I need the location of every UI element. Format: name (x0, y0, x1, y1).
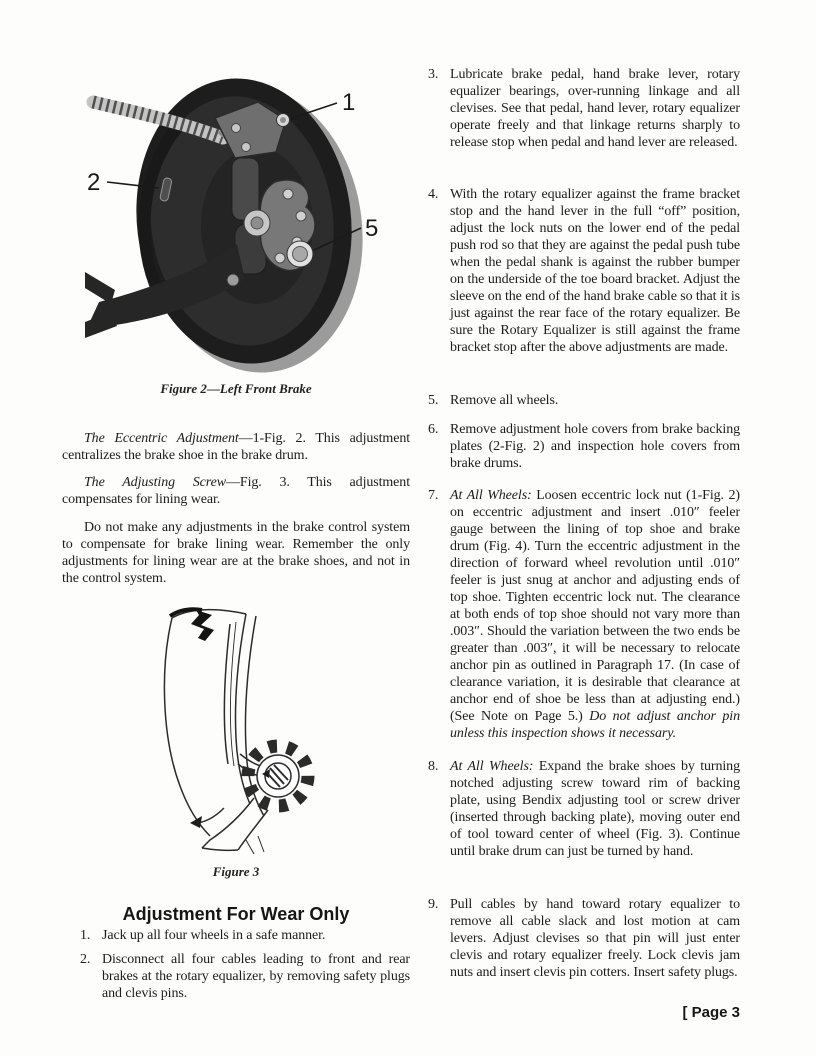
tool-edge-1 (201, 797, 255, 849)
step-3: 3. Lubricate brake pedal, hand brake lev… (428, 66, 740, 151)
callout-1-label: 1 (342, 89, 355, 116)
direction-arrowhead (190, 816, 202, 828)
callout-5-label: 5 (365, 215, 378, 242)
lining-line-2 (229, 621, 237, 767)
step-8: 8. At All Wheels: Expand the brake shoes… (428, 758, 740, 860)
step-number: 1. (80, 928, 91, 943)
step-7: 7. At All Wheels: Loosen eccentric lock … (428, 487, 740, 742)
plate-shadow-arc (138, 124, 182, 297)
tool-tip (201, 847, 239, 852)
armored-cable-coils (91, 95, 226, 145)
shoe-outer-edge (244, 615, 265, 817)
step-6: 6. Remove adjustment hole covers from br… (428, 421, 740, 472)
step-number: 2. (80, 952, 91, 967)
lining-line-1 (223, 623, 231, 765)
drum-top-accent (191, 610, 214, 641)
callout-5-leader (313, 227, 362, 251)
paragraph-eccentric-adjustment: The Eccentric Adjustment—1-Fig. 2. This … (62, 430, 410, 464)
step-5: 5. Remove all wheels. (428, 392, 740, 409)
brake-backing-plate-illustration: 1 2 5 (85, 78, 378, 373)
bracket-bolt (231, 123, 241, 133)
step-4: 4. With the rotary equalizer against the… (428, 186, 740, 356)
step-text: Remove adjustment hole covers from brake… (450, 422, 740, 471)
step-9: 9. Pull cables by hand toward rotary equ… (428, 896, 740, 981)
wheel-stud (295, 210, 307, 222)
step-body: With the rotary equalizer against the fr… (450, 186, 740, 356)
callout-2-label: 2 (87, 169, 100, 196)
step-number: 7. (428, 488, 439, 503)
step-number: 5. (428, 393, 439, 408)
step-text: Expand the brake shoes by turning notche… (450, 759, 740, 859)
paragraph-text: —Fig. 3. This adjustment compensates for… (62, 475, 410, 507)
paragraph-warning: Do not make any adjustments in the brake… (62, 519, 410, 587)
step-lead-italic: At All Wheels: (450, 488, 532, 503)
step-number: 8. (428, 759, 439, 774)
hub-nut-center (250, 216, 264, 230)
step-text: Pull cables by hand toward rotary equali… (450, 897, 740, 980)
arm-fork-lower (85, 312, 117, 338)
step-body: At All Wheels: Expand the brake shoes by… (450, 758, 740, 860)
step-text: Remove all wheels. (450, 393, 559, 408)
step-2: 2. Disconnect all four cables leading to… (80, 951, 410, 1002)
wheel-arrow (262, 769, 270, 778)
figure-2-photo: 1 2 5 (85, 76, 395, 376)
figure-3-caption: Figure 3 (212, 864, 260, 879)
paragraph-text: Do not make any adjustments in the brake… (62, 520, 410, 586)
step-body: Pull cables by hand toward rotary equali… (450, 896, 740, 981)
step-text: Disconnect all four cables leading to fr… (102, 952, 410, 1001)
step-body: Remove adjustment hole covers from brake… (450, 421, 740, 472)
drum-left-edge (163, 617, 211, 837)
star-wheel (241, 739, 315, 813)
wheel-stud (282, 188, 294, 200)
star-wheel-teeth (241, 739, 315, 813)
eccentric-lock-nut-center (280, 117, 286, 123)
callout-1-leader (291, 102, 338, 119)
adjusting-screw-illustration (163, 607, 315, 855)
figure-2-caption: Figure 2—Left Front Brake (160, 381, 312, 396)
step-number: 3. (428, 67, 439, 82)
section-heading: Adjustment For Wear Only (122, 904, 350, 924)
step-body: Lubricate brake pedal, hand brake lever,… (450, 66, 740, 151)
spindle-nut-center (292, 246, 308, 262)
step-body: Disconnect all four cables leading to fr… (102, 951, 410, 1002)
step-text: Jack up all four wheels in a safe manner… (102, 928, 326, 943)
arm-bolt (226, 273, 240, 287)
wheel-stud (274, 252, 286, 264)
paragraph-text: —1-Fig. 2. This adjustment centralizes t… (62, 431, 411, 463)
paragraph-adjusting-screw: The Adjusting Screw—Fig. 3. This adjustm… (62, 474, 410, 508)
bracket-bolt-2 (241, 142, 251, 152)
tool-detail-lines (245, 835, 265, 855)
step-body: Remove all wheels. (450, 392, 740, 409)
paragraph-lead-italic: The Adjusting Screw (84, 475, 226, 490)
drum-top-accent-2 (168, 607, 203, 618)
arm-fork-upper (85, 272, 115, 304)
page-number: [ Page 3 (682, 1004, 740, 1021)
hub-hatching (267, 764, 289, 788)
step-1: 1. Jack up all four wheels in a safe man… (80, 927, 410, 944)
step-number: 9. (428, 897, 439, 912)
step-number: 4. (428, 187, 439, 202)
paragraph-lead-italic: The Eccentric Adjustment (84, 431, 239, 446)
anchor-bracket (213, 101, 287, 159)
adjustment-hole-cover (159, 177, 173, 202)
step-text: Lubricate brake pedal, hand brake lever,… (450, 67, 740, 150)
figure-3-drawing (150, 596, 390, 860)
step-number: 6. (428, 422, 439, 437)
step-lead-italic: At All Wheels: (450, 759, 534, 774)
step-text: With the rotary equalizer against the fr… (450, 187, 740, 355)
step-body: At All Wheels: Loosen eccentric lock nut… (450, 487, 740, 742)
step-text: Loosen eccentric lock nut (1-Fig. 2) on … (450, 488, 740, 724)
callout-2-leader (106, 181, 160, 189)
step-body: Jack up all four wheels in a safe manner… (102, 927, 410, 944)
steering-arm (87, 244, 245, 328)
step-tail-italic: Do not adjust anchor pin unless this ins… (450, 709, 740, 741)
tool-edge-2 (237, 809, 269, 851)
shoe-inner-edge (234, 613, 251, 805)
